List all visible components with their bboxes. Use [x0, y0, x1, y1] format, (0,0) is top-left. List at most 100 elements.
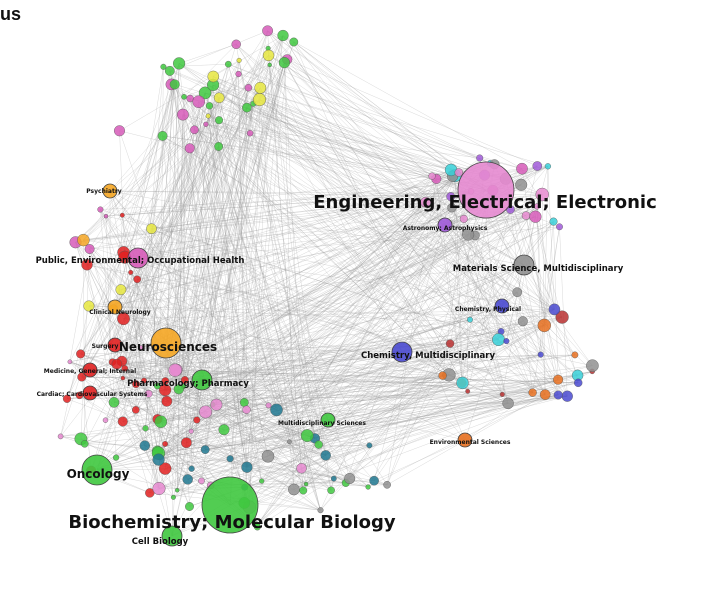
graph-edge — [212, 84, 541, 355]
graph-edge — [149, 41, 294, 493]
graph-edge — [209, 105, 304, 491]
graph-edge — [542, 194, 546, 395]
node-chemphys — [494, 298, 510, 314]
graph-edge — [201, 62, 285, 381]
node-medgen — [82, 362, 98, 378]
graph-edge — [183, 60, 240, 387]
graph-edge — [256, 489, 295, 526]
graph-edge — [327, 305, 503, 421]
graph-edge — [474, 235, 593, 366]
graph-node — [503, 338, 510, 345]
graph-edge — [213, 35, 284, 77]
graph-node — [533, 203, 541, 210]
graph-node — [446, 192, 456, 202]
graph-edge — [174, 84, 522, 185]
graph-edge — [246, 354, 541, 468]
graph-edge — [213, 76, 503, 307]
graph-edge — [83, 239, 247, 410]
graph-edge — [175, 370, 579, 383]
graph-edge — [81, 35, 284, 378]
graph-edge — [86, 252, 124, 265]
graph-edge — [114, 306, 160, 489]
graph-edge — [100, 209, 188, 480]
graph-node — [205, 102, 214, 110]
graph-edge — [216, 375, 443, 405]
node-cell — [161, 525, 183, 547]
graph-node — [327, 486, 335, 495]
graph-edge — [135, 383, 369, 488]
graph-node — [369, 475, 379, 486]
graph-edge — [444, 224, 533, 393]
graph-edge — [113, 308, 326, 456]
graph-edge — [282, 35, 523, 169]
graph-node — [330, 475, 337, 482]
graph-edge — [289, 365, 593, 442]
graph-edge — [83, 98, 191, 241]
graph-edge — [183, 96, 578, 376]
graph-edge — [166, 319, 471, 402]
graph-edge — [151, 190, 493, 229]
graph-edge — [80, 353, 466, 441]
graph-edge — [169, 70, 245, 403]
graph-edge — [137, 87, 261, 259]
graph-node — [239, 398, 249, 407]
graph-node — [113, 125, 125, 137]
graph-edge — [89, 96, 185, 250]
graph-edge — [81, 55, 269, 378]
graph-edge — [80, 411, 206, 440]
graph-node — [67, 359, 73, 365]
graph-node — [102, 417, 109, 423]
graph-node — [168, 363, 182, 377]
graph-node — [246, 129, 254, 137]
graph-edge — [386, 343, 451, 485]
graph-edge — [267, 189, 487, 457]
graph-node — [456, 376, 469, 390]
graph-node — [561, 390, 573, 402]
graph-edge — [320, 157, 480, 511]
graph-node — [210, 398, 223, 411]
graph-node — [261, 449, 275, 463]
graph-edge — [88, 264, 525, 307]
graph-edge — [253, 103, 499, 340]
graph-edge — [116, 331, 502, 365]
graph-edge — [485, 189, 559, 396]
graph-edge — [401, 309, 555, 353]
graph-edge — [196, 419, 370, 446]
graph-node — [161, 377, 170, 385]
graph-edge — [267, 172, 459, 457]
graph-node — [119, 212, 125, 218]
graph-edge — [89, 175, 433, 371]
graph-edge — [467, 209, 511, 392]
graph-node — [141, 377, 147, 384]
graph-node — [160, 63, 167, 70]
graph-edge — [83, 239, 332, 491]
graph-edge — [209, 105, 277, 410]
graph-node — [207, 70, 220, 83]
graph-edge — [100, 124, 206, 210]
graph-node — [131, 406, 140, 414]
graph-node — [476, 154, 484, 162]
graph-node — [152, 482, 166, 496]
graph-edge — [109, 190, 316, 439]
graph-node — [344, 473, 356, 485]
node-neuro — [150, 327, 182, 359]
graph-edge — [75, 55, 269, 243]
graph-edge — [248, 87, 453, 177]
graph-edge — [244, 190, 494, 488]
graph-edge — [248, 87, 495, 165]
graph-edge — [100, 209, 159, 454]
graph-edge — [109, 190, 451, 197]
graph-node — [128, 269, 134, 275]
graph-edge — [464, 392, 533, 441]
graph-edge — [386, 235, 476, 485]
graph-edge — [174, 105, 210, 371]
graph-edge — [151, 189, 487, 229]
graph-edge — [177, 114, 184, 491]
graph-node — [157, 130, 168, 141]
node-surgery — [107, 337, 123, 353]
graph-edge — [183, 96, 321, 511]
graph-node — [154, 415, 168, 429]
node-label-multisci: Multidisciplinary Sciences — [278, 420, 366, 427]
graph-edge — [143, 172, 459, 381]
graph-edge — [236, 44, 248, 108]
